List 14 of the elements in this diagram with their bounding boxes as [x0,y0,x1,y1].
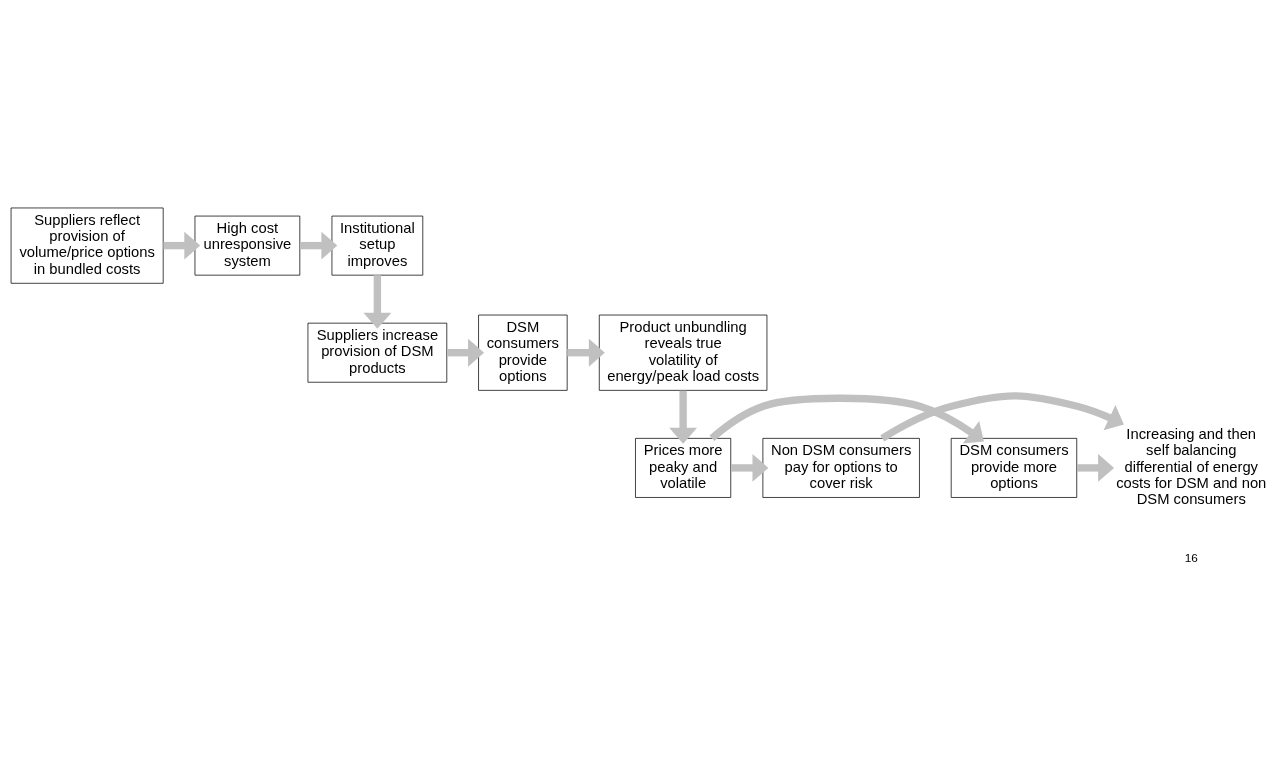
node-box: Prices more peaky and volatile [635,438,732,498]
arrow [709,394,984,444]
node-box: DSM consumers provide more options [950,438,1078,498]
arrow [730,453,769,482]
arrow [299,231,338,260]
node-box: Product unbundling reveals true volatility of energy/peak load costs [598,314,768,391]
node-box: Suppliers increase provision of DSM products [307,322,448,383]
node-box: Suppliers reflect provision of volume/price options in bundled costs [10,207,164,284]
node-box: Non DSM consumers pay for options to cover risk [762,438,920,498]
node-box: High cost unresponsive system [194,215,301,276]
node-text: Increasing and then self balancing differential of energy costs for DSM and non DSM consumers [1116,426,1267,508]
node-box: DSM consumers provide options [478,314,568,391]
label: 16 [1184,550,1198,565]
node-box: Institutional setup improves [331,215,424,276]
